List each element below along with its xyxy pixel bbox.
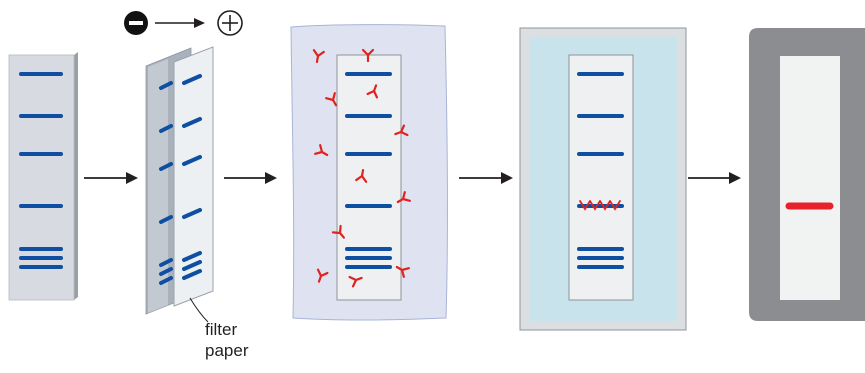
filter-paper-label-line1: filter (205, 320, 238, 339)
antibody-icon (361, 48, 375, 63)
wash-membrane (568, 54, 634, 301)
wash-tray (519, 27, 687, 331)
antibody-icon (395, 265, 410, 278)
antibody-icon (366, 84, 379, 99)
gel-slab (8, 52, 78, 301)
film-strip (780, 56, 840, 300)
blocking-membrane (336, 54, 402, 301)
transfer-sandwich (145, 46, 214, 323)
bound-antibodies (579, 200, 621, 211)
antibody-icon (325, 92, 338, 107)
gel-side-face (74, 52, 78, 300)
electrode-direction (124, 10, 243, 36)
process-arrow-2 (224, 172, 277, 184)
antibody-icon (314, 144, 329, 157)
sandwich-gel-bands (159, 81, 173, 285)
process-arrow-4 (688, 172, 741, 184)
antibody-icon (331, 224, 345, 239)
blocking-membrane-bands (345, 72, 392, 269)
film (749, 28, 865, 321)
antibody-icon (316, 268, 329, 283)
gel-bands (19, 72, 63, 269)
filter-paper-bands (182, 74, 202, 280)
filter-paper-leader-line (189, 297, 209, 323)
antibodies (312, 48, 411, 288)
process-arrow-1 (84, 172, 138, 184)
filter-paper-sheet (173, 46, 214, 307)
antibody-icon (394, 124, 409, 137)
antibody-icon (348, 275, 363, 288)
blocking-stage (290, 24, 449, 321)
antibody-icon (396, 191, 411, 204)
antibody-icon (355, 168, 368, 183)
filter-paper-label-line2: paper (205, 341, 249, 360)
gel-front (8, 54, 75, 301)
antibody-icon (312, 49, 325, 64)
process-arrow-3 (459, 172, 513, 184)
